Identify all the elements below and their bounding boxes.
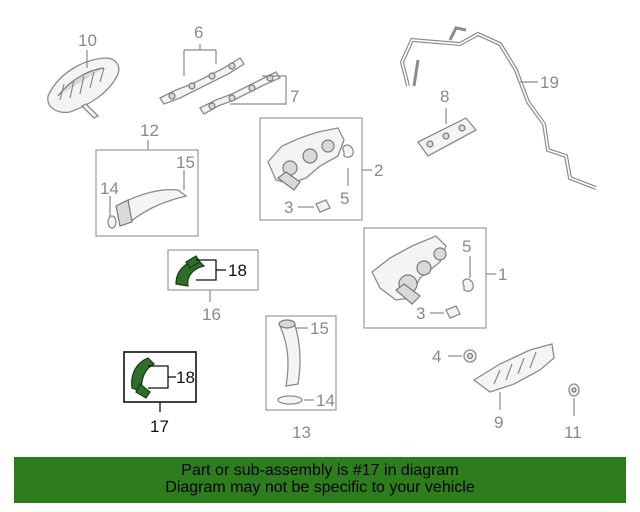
callout-9: 9	[494, 413, 503, 432]
notice-line-1: Part or sub-assembly is #17 in diagram	[181, 462, 459, 479]
callout-10: 10	[78, 31, 97, 50]
part-7-gasket[interactable]	[199, 71, 281, 115]
part-5-clamp-b[interactable]	[462, 278, 474, 292]
callout-18b: 18	[176, 368, 195, 387]
part-6-gasket[interactable]	[159, 57, 245, 105]
part-14-seal[interactable]	[107, 215, 117, 229]
part-9-heat-shield[interactable]	[472, 343, 555, 393]
callout-12: 12	[140, 121, 159, 140]
callout-15b: 15	[310, 319, 329, 338]
exploded-view-drawing: 10 6 7 19 8 12 15	[47, 23, 597, 442]
callout-11: 11	[564, 423, 582, 442]
part-1-manifold[interactable]	[371, 235, 447, 305]
callout-8: 8	[440, 87, 449, 106]
part-14-seal-b[interactable]	[277, 395, 303, 405]
leader-6	[183, 44, 217, 76]
callout-17: 17	[150, 417, 169, 436]
callout-3b: 3	[416, 304, 425, 323]
callout-15a: 15	[176, 153, 195, 172]
callout-5b: 5	[462, 237, 471, 256]
part-10-heat-shield[interactable]	[47, 57, 120, 119]
part-11-stud[interactable]	[568, 383, 580, 397]
part-4-nut[interactable]	[463, 349, 477, 363]
leader-7	[230, 75, 287, 105]
part-15-hose[interactable]	[115, 188, 188, 227]
part-3-bolt[interactable]	[315, 199, 331, 213]
callout-18a: 18	[228, 261, 247, 280]
part-8-bracket[interactable]	[417, 117, 478, 157]
callout-14a: 14	[100, 179, 119, 198]
notice-line-2: Diagram may not be specific to your vehi…	[165, 479, 475, 496]
part-19-pipe[interactable]	[399, 26, 597, 190]
box-13	[265, 315, 337, 411]
callout-2: 2	[374, 161, 383, 180]
callout-5a: 5	[340, 189, 349, 208]
notice-banner: Part or sub-assembly is #17 in diagram D…	[14, 457, 626, 503]
callout-6: 6	[194, 23, 203, 42]
part-3-bolt-b[interactable]	[445, 305, 461, 319]
part-18-hose-a[interactable]	[175, 255, 206, 287]
part-5-clamp[interactable]	[342, 144, 354, 158]
callout-19: 19	[540, 73, 559, 92]
callout-14b: 14	[316, 391, 335, 410]
callout-1: 1	[498, 265, 507, 284]
callout-16: 16	[202, 305, 221, 324]
callout-13: 13	[292, 423, 311, 442]
part-15-hose-b[interactable]	[278, 319, 301, 387]
part-2-manifold[interactable]	[267, 127, 345, 191]
callout-3a: 3	[284, 198, 293, 217]
callout-7: 7	[290, 87, 299, 106]
callout-4: 4	[432, 347, 441, 366]
